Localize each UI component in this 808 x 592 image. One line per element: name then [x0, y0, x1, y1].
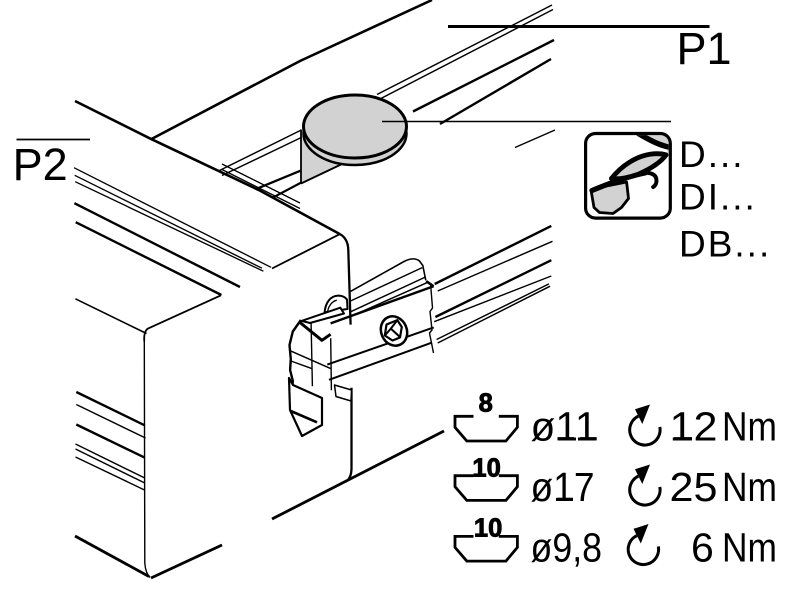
svg-text:6: 6 — [691, 525, 714, 571]
svg-text:25: 25 — [670, 464, 718, 510]
svg-text:12: 12 — [670, 403, 718, 449]
svg-text:8: 8 — [479, 390, 493, 418]
svg-text:D...: D... — [679, 134, 745, 175]
svg-text:DI...: DI... — [679, 177, 757, 218]
svg-text:P2: P2 — [13, 139, 68, 190]
svg-text:ø17: ø17 — [531, 464, 595, 510]
svg-text:10: 10 — [472, 454, 500, 482]
svg-text:DB...: DB... — [679, 224, 771, 265]
svg-text:ø11: ø11 — [531, 403, 598, 449]
svg-text:Nm: Nm — [722, 464, 777, 510]
svg-text:ø9,8: ø9,8 — [531, 525, 603, 571]
svg-text:10: 10 — [474, 515, 502, 543]
svg-text:P1: P1 — [677, 23, 732, 74]
svg-text:Nm: Nm — [722, 525, 777, 571]
svg-text:Nm: Nm — [722, 403, 777, 449]
